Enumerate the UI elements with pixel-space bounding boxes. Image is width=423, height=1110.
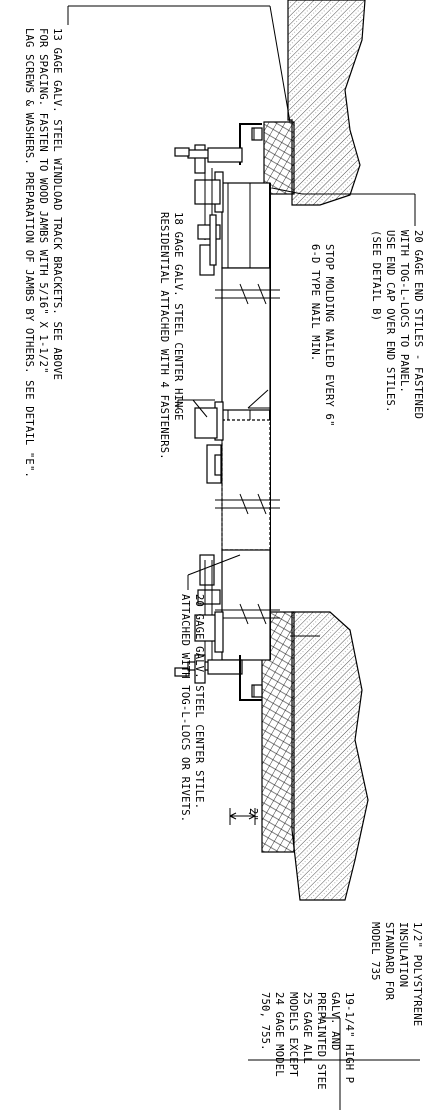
panel-line-3: PREPAINTED STEE bbox=[315, 992, 327, 1090]
center-hinge-line-1: 18 GAGE GALV. STEEL CENTER HINGE bbox=[172, 212, 184, 421]
end-stiles-line-3: USE END CAP OVER END STILES. bbox=[384, 230, 396, 413]
dimension-2in: 2" bbox=[229, 808, 259, 825]
label-center-stile: 20 GAGE GALV. STEEL CENTER STILE. ATTACH… bbox=[179, 594, 205, 822]
leader-lines bbox=[67, 5, 420, 1110]
lag-screws-line-1: 13 GAGE GALV. STEEL WINDLOAD TRACK BRACK… bbox=[51, 28, 63, 380]
center-hinge bbox=[194, 401, 224, 484]
door-panel-section bbox=[221, 182, 271, 661]
upper-roller-assembly bbox=[194, 168, 224, 276]
lower-roller-assembly bbox=[194, 554, 224, 660]
panel-line-7: 750, 755. bbox=[259, 992, 271, 1051]
end-stiles-line-4: (SEE DETAIL B) bbox=[370, 230, 382, 321]
label-stop-molding: STOP MOLDING NAILED EVERY 6" 6-D TYPE NA… bbox=[309, 244, 335, 427]
dimension-label: 2" bbox=[247, 808, 259, 821]
end-stiles-line-1: 20 GAGE END STILES - FASTENED bbox=[412, 230, 423, 419]
lag-screws-line-2: FOR SPACING. FASTEN TO WOOD JAMBS WITH 5… bbox=[37, 28, 49, 374]
panel-line-2: GALV. AND bbox=[329, 992, 341, 1051]
panel-line-1: 19-1/4" HIGH P bbox=[343, 992, 355, 1083]
break-marks bbox=[215, 283, 280, 625]
center-stile-line-1: 20 GAGE GALV. STEEL CENTER STILE. bbox=[193, 594, 205, 809]
lag-screws-line-3: LAG SCREWS & WASHERS. PREPARATION OF JAM… bbox=[23, 28, 35, 478]
center-hinge-line-2: RESIDENTIAL ATTACHED WITH 4 FASTENERS. bbox=[158, 212, 170, 460]
panel-line-6: 24 GAGE MODEL bbox=[273, 992, 285, 1077]
upper-track-bracket bbox=[174, 123, 263, 174]
panel-line-5: MODELS EXCEPT bbox=[287, 992, 299, 1077]
label-insulation: 1/2" POLYSTYRENE INSULATION STANDARD FOR… bbox=[369, 922, 423, 1026]
stop-molding-line-2: 6-D TYPE NAIL MIN. bbox=[309, 244, 321, 361]
label-panel: 19-1/4" HIGH P GALV. AND PREPAINTED STEE… bbox=[259, 992, 355, 1090]
insulation-line-1: 1/2" POLYSTYRENE bbox=[411, 922, 423, 1026]
end-stiles-line-2: WITH TOG-L-LOCS TO PANEL. bbox=[398, 230, 410, 393]
label-center-hinge: 18 GAGE GALV. STEEL CENTER HINGE RESIDEN… bbox=[158, 212, 184, 460]
panel-line-4: 25 GAGE ALL bbox=[301, 992, 313, 1064]
insulation-line-4: MODEL 735 bbox=[369, 922, 381, 981]
upper-wall bbox=[287, 0, 366, 206]
insulation-line-3: STANDARD FOR bbox=[383, 922, 395, 1001]
label-lag-screws: 13 GAGE GALV. STEEL WINDLOAD TRACK BRACK… bbox=[23, 28, 63, 478]
center-stile-line-2: ATTACHED WITH TOG-L-LOCS OR RIVETS. bbox=[179, 594, 191, 822]
upper-wood-jamb bbox=[263, 121, 295, 195]
label-end-stiles: 20 GAGE END STILES - FASTENED WITH TOG-L… bbox=[370, 230, 423, 419]
stop-molding-line-1: STOP MOLDING NAILED EVERY 6" bbox=[323, 244, 335, 427]
lower-track-bracket bbox=[174, 654, 263, 701]
lower-wall bbox=[291, 611, 369, 901]
insulation-line-2: INSULATION bbox=[397, 922, 409, 987]
